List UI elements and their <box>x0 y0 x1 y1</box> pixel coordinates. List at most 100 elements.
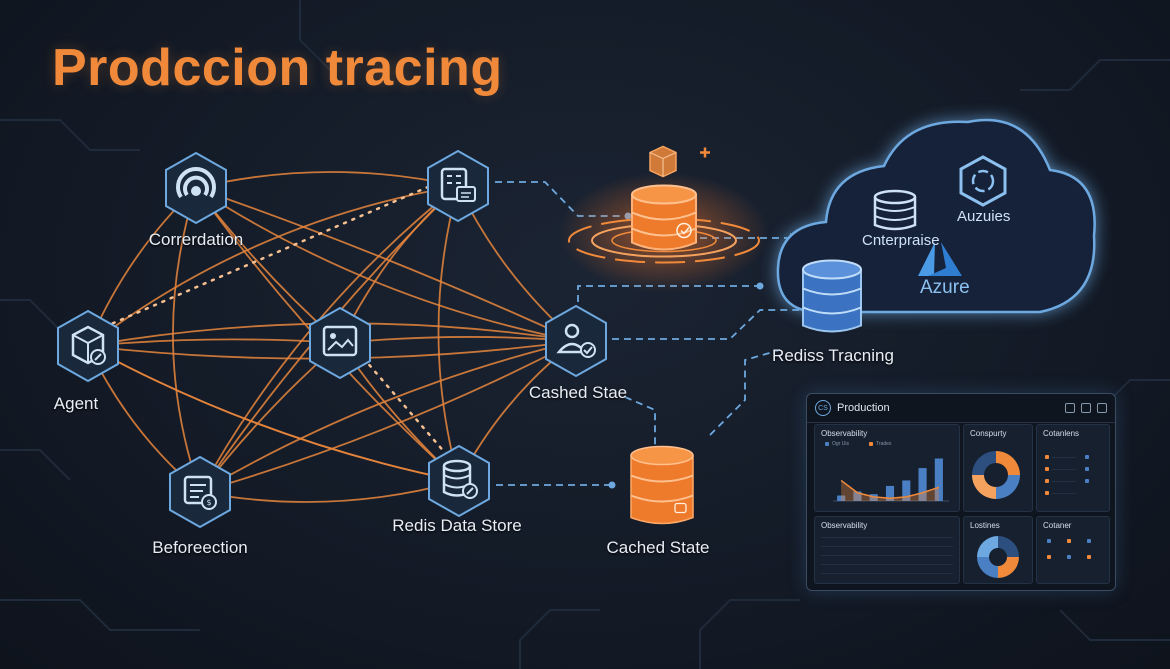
network-link <box>195 187 577 342</box>
panel-title: Conspurty <box>970 429 1007 438</box>
network-link <box>199 340 577 493</box>
legend-label: Trades <box>876 441 892 447</box>
observability-chart-panel: Observability Ogr Uis Trades <box>814 424 960 512</box>
legend-swatch-orange <box>869 442 873 446</box>
azure-label: Azure <box>920 277 970 298</box>
chart-area <box>841 480 939 501</box>
container-icon <box>1047 555 1051 559</box>
link-endpoint <box>756 282 764 290</box>
lostines-donut-chart <box>977 536 1019 578</box>
compurty-donut-chart <box>972 451 1020 499</box>
dotted-link <box>86 172 460 336</box>
before-node[interactable]: $ <box>163 455 237 529</box>
list-item <box>1052 481 1076 482</box>
container-icon <box>1087 555 1091 559</box>
settings-icon[interactable] <box>1081 403 1091 413</box>
network-link <box>172 187 201 493</box>
status-badge <box>1085 467 1089 471</box>
network-link <box>199 480 460 503</box>
network-link <box>437 185 460 482</box>
redis-tracing-cylinder[interactable] <box>797 256 867 345</box>
redis-store-label: Redis Data Store <box>392 516 522 535</box>
azuzies-hex-icon <box>959 155 1007 207</box>
observability-chart <box>833 458 949 502</box>
correlation-label: Correrdation <box>148 230 244 249</box>
correlation-node[interactable] <box>159 151 233 225</box>
chart-bar <box>853 491 862 501</box>
cached-hub-node[interactable] <box>539 304 613 378</box>
page-title: Prodccion tracing <box>52 39 503 97</box>
dashed-link <box>709 349 781 436</box>
panel-title: Cotanlens <box>1043 429 1080 438</box>
image-monitor-icon <box>309 306 371 380</box>
dashed-link <box>624 396 656 455</box>
table-row <box>821 537 953 538</box>
chart-bar <box>902 480 911 501</box>
dotted-link <box>338 329 461 471</box>
clock-icon[interactable] <box>1065 403 1075 413</box>
compurty-panel: Conspurty <box>963 424 1033 512</box>
svg-text:$: $ <box>206 498 211 507</box>
azuzies-label: Auzuies <box>957 208 1011 225</box>
process-node[interactable] <box>303 306 377 380</box>
list-item <box>1045 467 1049 471</box>
list-item <box>1052 469 1076 470</box>
dashboard-node[interactable] <box>421 149 495 223</box>
azure-logo-icon <box>918 242 962 276</box>
panel-title: Observability <box>821 521 868 530</box>
list-item <box>1052 493 1076 494</box>
observability-table-panel: Observability <box>814 516 960 584</box>
dashboard-header: CS Production <box>807 394 1115 423</box>
cached-state-label: Cached State <box>606 538 710 557</box>
network-link <box>199 340 577 493</box>
chart-bar <box>837 495 846 501</box>
lostines-panel: Lostines <box>963 516 1033 584</box>
database-icon <box>428 444 490 518</box>
cache-cylinder-glow <box>554 138 774 313</box>
container-icon <box>1067 555 1071 559</box>
list-item <box>1045 479 1049 483</box>
dashed-link <box>612 309 800 340</box>
chart-line <box>840 479 940 500</box>
list-item <box>1052 457 1076 458</box>
cached-state-cylinder[interactable] <box>622 441 702 536</box>
containers-panel: Cotanlens <box>1036 424 1110 512</box>
document-check-icon: $ <box>169 455 231 529</box>
agent-label: Agent <box>53 394 99 413</box>
chart-bar <box>918 468 927 501</box>
container-icon <box>1067 539 1071 543</box>
panel-title: Observability <box>821 429 868 438</box>
container-icon <box>1047 539 1051 543</box>
status-badge <box>1085 455 1089 459</box>
production-dashboard[interactable]: CS Production Observability Ogr Uis Trad… <box>806 393 1116 591</box>
redis-store-node[interactable] <box>422 444 496 518</box>
user-check-icon <box>545 304 607 378</box>
list-item <box>1045 491 1049 495</box>
table-row <box>821 546 953 547</box>
chart-bar <box>934 458 943 501</box>
search-icon[interactable] <box>1097 403 1107 413</box>
table-row <box>821 573 953 574</box>
table-row <box>821 564 953 565</box>
network-link <box>195 171 459 189</box>
radar-icon <box>165 151 227 225</box>
enterprise-database-icon <box>873 189 917 231</box>
network-link <box>195 187 577 342</box>
cached-hub-label: Cashed Stae <box>528 383 628 402</box>
dashboard-title: Production <box>837 402 890 414</box>
container-icon <box>1087 539 1091 543</box>
legend-swatch-blue <box>825 442 829 446</box>
table-row <box>821 555 953 556</box>
enterprise-label: Cnterpraise <box>862 232 940 249</box>
network-link <box>87 338 341 347</box>
network-link <box>87 345 460 482</box>
status-badge <box>1085 479 1089 483</box>
panel-title: Lostines <box>970 521 1000 530</box>
dashboard-grid-icon <box>427 149 489 223</box>
agent-box-icon <box>57 309 119 383</box>
legend-label: Ogr Uis <box>832 441 849 447</box>
link-endpoint <box>608 481 616 489</box>
redis-tracing-label: Rediss Tracning <box>772 346 894 365</box>
before-label: Beforeection <box>152 538 248 557</box>
agent-node[interactable] <box>51 309 125 383</box>
